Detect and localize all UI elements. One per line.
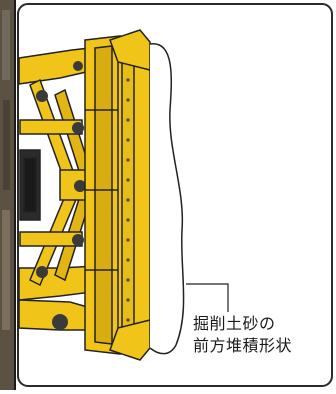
push-frame — [18, 47, 101, 331]
annotation-label: 掘削土砂の 前方堆積形状 — [193, 313, 333, 357]
pivot-pins — [36, 61, 86, 330]
annotation-line-1: 掘削土砂の — [193, 314, 276, 333]
photo-strip — [0, 0, 16, 390]
blade-frame — [84, 35, 121, 355]
leader-line — [186, 283, 229, 312]
blade-end-bits — [109, 29, 151, 361]
blade-face — [117, 39, 151, 353]
soil-pile-outline — [149, 43, 185, 355]
figure-border — [17, 3, 333, 387]
annotation-line-2: 前方堆積形状 — [193, 336, 293, 355]
blade-bolts — [126, 78, 130, 322]
